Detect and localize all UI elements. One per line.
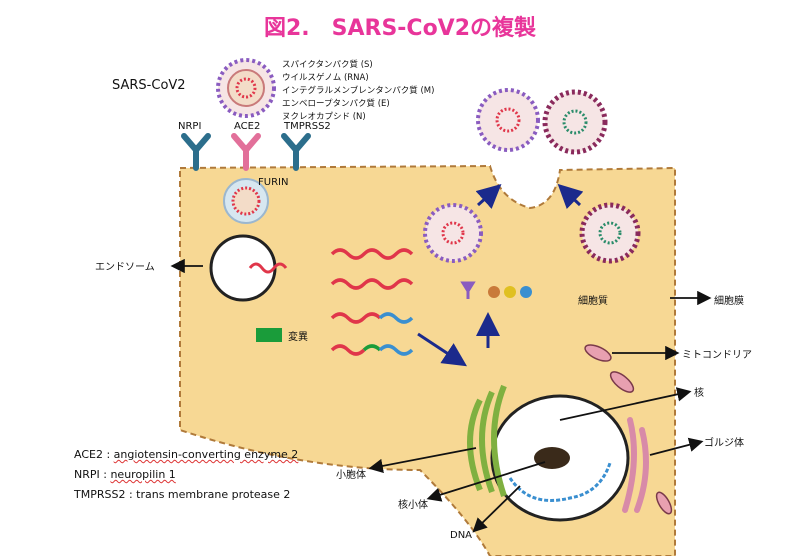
legend-tmprss2: TMPRSS2 : trans membrane protease 2 (74, 488, 290, 501)
label-arrows (170, 258, 712, 533)
legend-nrpi-abbr: NRPI : (74, 468, 111, 481)
label-ace2: ACE2 (234, 121, 261, 132)
rna-strands (330, 248, 414, 356)
virus-particle-legend (216, 58, 276, 118)
viral-proteins (460, 281, 532, 299)
label-golgi: ゴルジ体 (704, 438, 744, 449)
component-m: インテグラルメンブレンタンパク質 (M) (282, 86, 435, 96)
legend-ace2: ACE2 : angiotensin-converting enzyme 2 (74, 448, 298, 461)
label-nucleus: 核 (694, 388, 704, 399)
nucleolus (534, 447, 570, 469)
virus-new-2 (579, 202, 641, 264)
golgi (622, 417, 649, 513)
mutation-swatch (256, 328, 282, 342)
label-nrpi: NRPI (178, 121, 202, 132)
virus-entering (223, 178, 269, 224)
label-er: 小胞体 (336, 470, 366, 481)
ace2-receptor (231, 133, 261, 171)
label-tmprss2: TMPRSS2 (284, 121, 331, 132)
label-endosome: エンドソーム (95, 262, 155, 273)
endosome (209, 234, 288, 302)
legend-tmprss2-full: trans membrane protease 2 (136, 488, 291, 501)
mitochondria (584, 344, 673, 515)
label-nucleolus: 核小体 (398, 500, 428, 511)
figure-title: 図2. SARS-CoV2の複製 (263, 16, 537, 41)
component-n: ヌクレオカプシド (N) (282, 112, 366, 122)
component-spike: スパイクタンパク質 (S) (282, 60, 373, 70)
virus-released-1 (476, 88, 540, 152)
label-cell-membrane: 細胞膜 (714, 296, 744, 307)
label-mutation: 変異 (288, 332, 308, 343)
component-e: エンベロープタンパク質 (E) (282, 99, 390, 109)
virus-new-1 (423, 203, 483, 263)
virus-released-2 (542, 89, 608, 155)
dna-strand (508, 462, 612, 502)
legend-tmprss2-abbr: TMPRSS2 : (74, 488, 137, 501)
virus-label: SARS-CoV2 (112, 78, 186, 93)
legend-ace2-abbr: ACE2 : (74, 448, 114, 461)
label-cytoplasm: 細胞質 (578, 296, 608, 307)
legend-nrpi: NRPI : neuropilin 1 (74, 468, 176, 481)
replication-arrows (417, 183, 584, 367)
nucleus (490, 394, 630, 522)
tmprss2-receptor (281, 133, 311, 171)
component-rna: ウイルスゲノム (RNA) (282, 73, 369, 83)
label-furin: FURIN (258, 177, 289, 188)
legend-ace2-full: angiotensin-converting enzyme 2 (113, 448, 299, 461)
legend-nrpi-full: neuropilin 1 (110, 468, 176, 481)
label-dna: DNA (450, 530, 473, 541)
label-mitochondria: ミトコンドリア (682, 350, 752, 361)
nrpi-receptor (181, 133, 211, 171)
